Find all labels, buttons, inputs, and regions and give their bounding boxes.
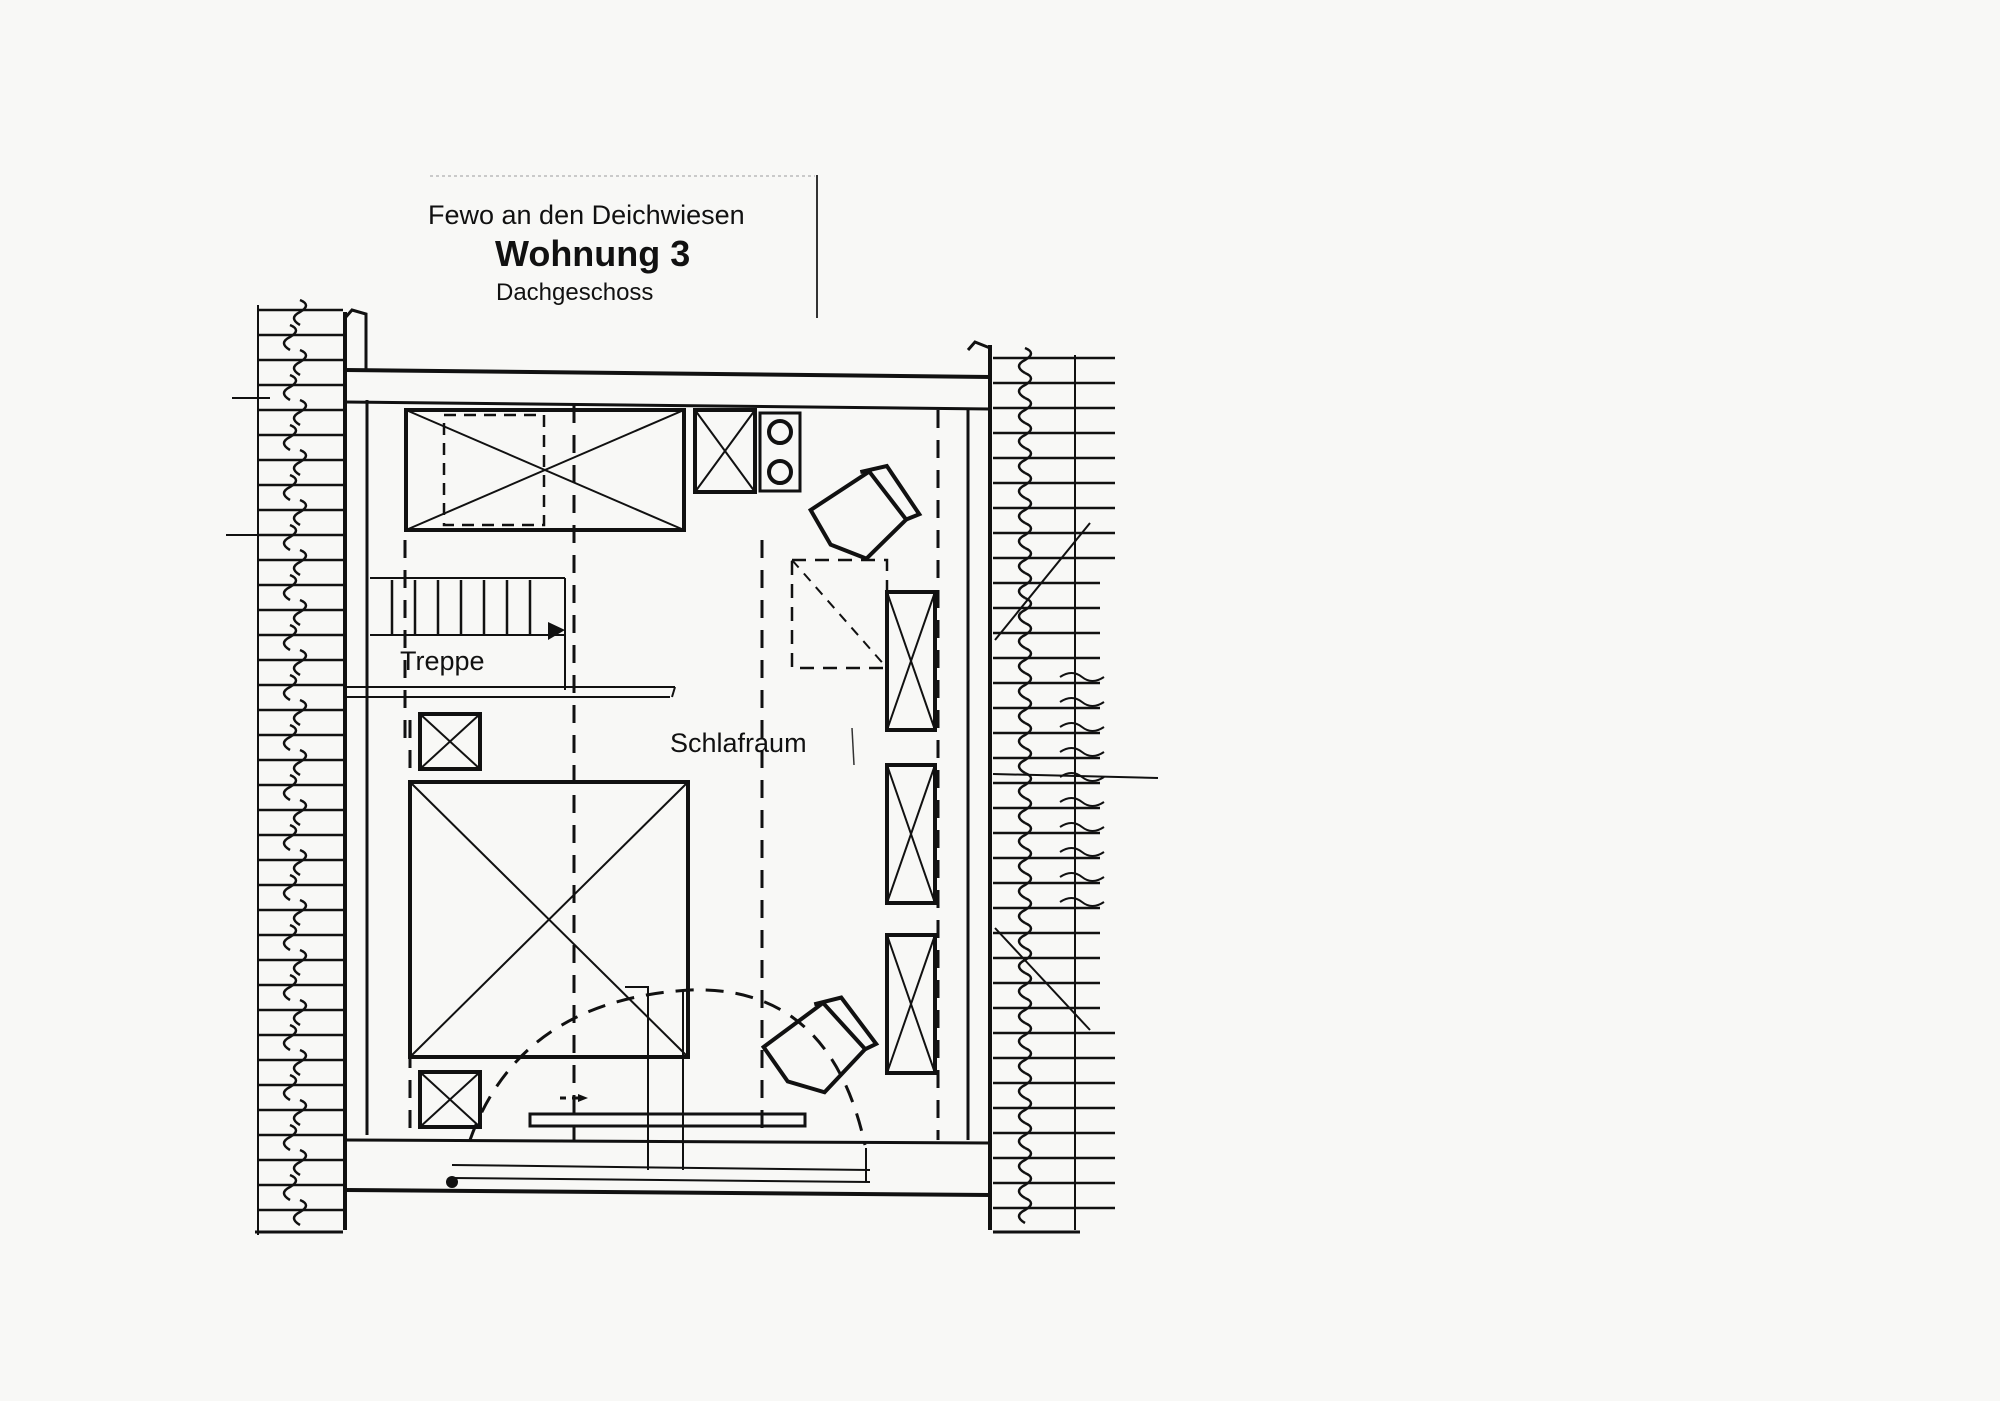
cooktop xyxy=(758,411,802,493)
wardrobe-3 xyxy=(885,933,937,1075)
wardrobe-1 xyxy=(885,590,937,732)
title-block: Fewo an den Deichwiesen Wohnung 3 Dachge… xyxy=(428,175,818,318)
burner-icon xyxy=(767,459,793,485)
door-swing xyxy=(446,986,871,1188)
nightstand-bottom xyxy=(418,1070,482,1129)
top-left-bed xyxy=(404,408,686,532)
property-name: Fewo an den Deichwiesen xyxy=(428,200,745,230)
nightstand-top xyxy=(418,712,482,771)
double-bed xyxy=(408,780,690,1059)
burner-icon xyxy=(767,419,793,445)
outer-walls xyxy=(343,308,992,1230)
floor-level: Dachgeschoss xyxy=(496,279,653,306)
right-roof-tiles xyxy=(993,346,1115,1234)
stairs xyxy=(370,577,566,690)
right-dormer-lines xyxy=(226,397,1159,1031)
bedroom-label: Schlafraum xyxy=(670,728,807,758)
top-armchair xyxy=(807,463,923,561)
partition-wall xyxy=(345,686,676,698)
wardrobe-2 xyxy=(885,763,937,905)
bottom-armchair xyxy=(760,995,880,1095)
stairs-label: Treppe xyxy=(400,646,485,676)
top-cabinet xyxy=(693,408,757,494)
left-roof-tiles xyxy=(255,298,343,1235)
roof-slope-lines xyxy=(403,405,940,1140)
dashed-table xyxy=(790,558,889,670)
apartment-title: Wohnung 3 xyxy=(495,233,690,274)
